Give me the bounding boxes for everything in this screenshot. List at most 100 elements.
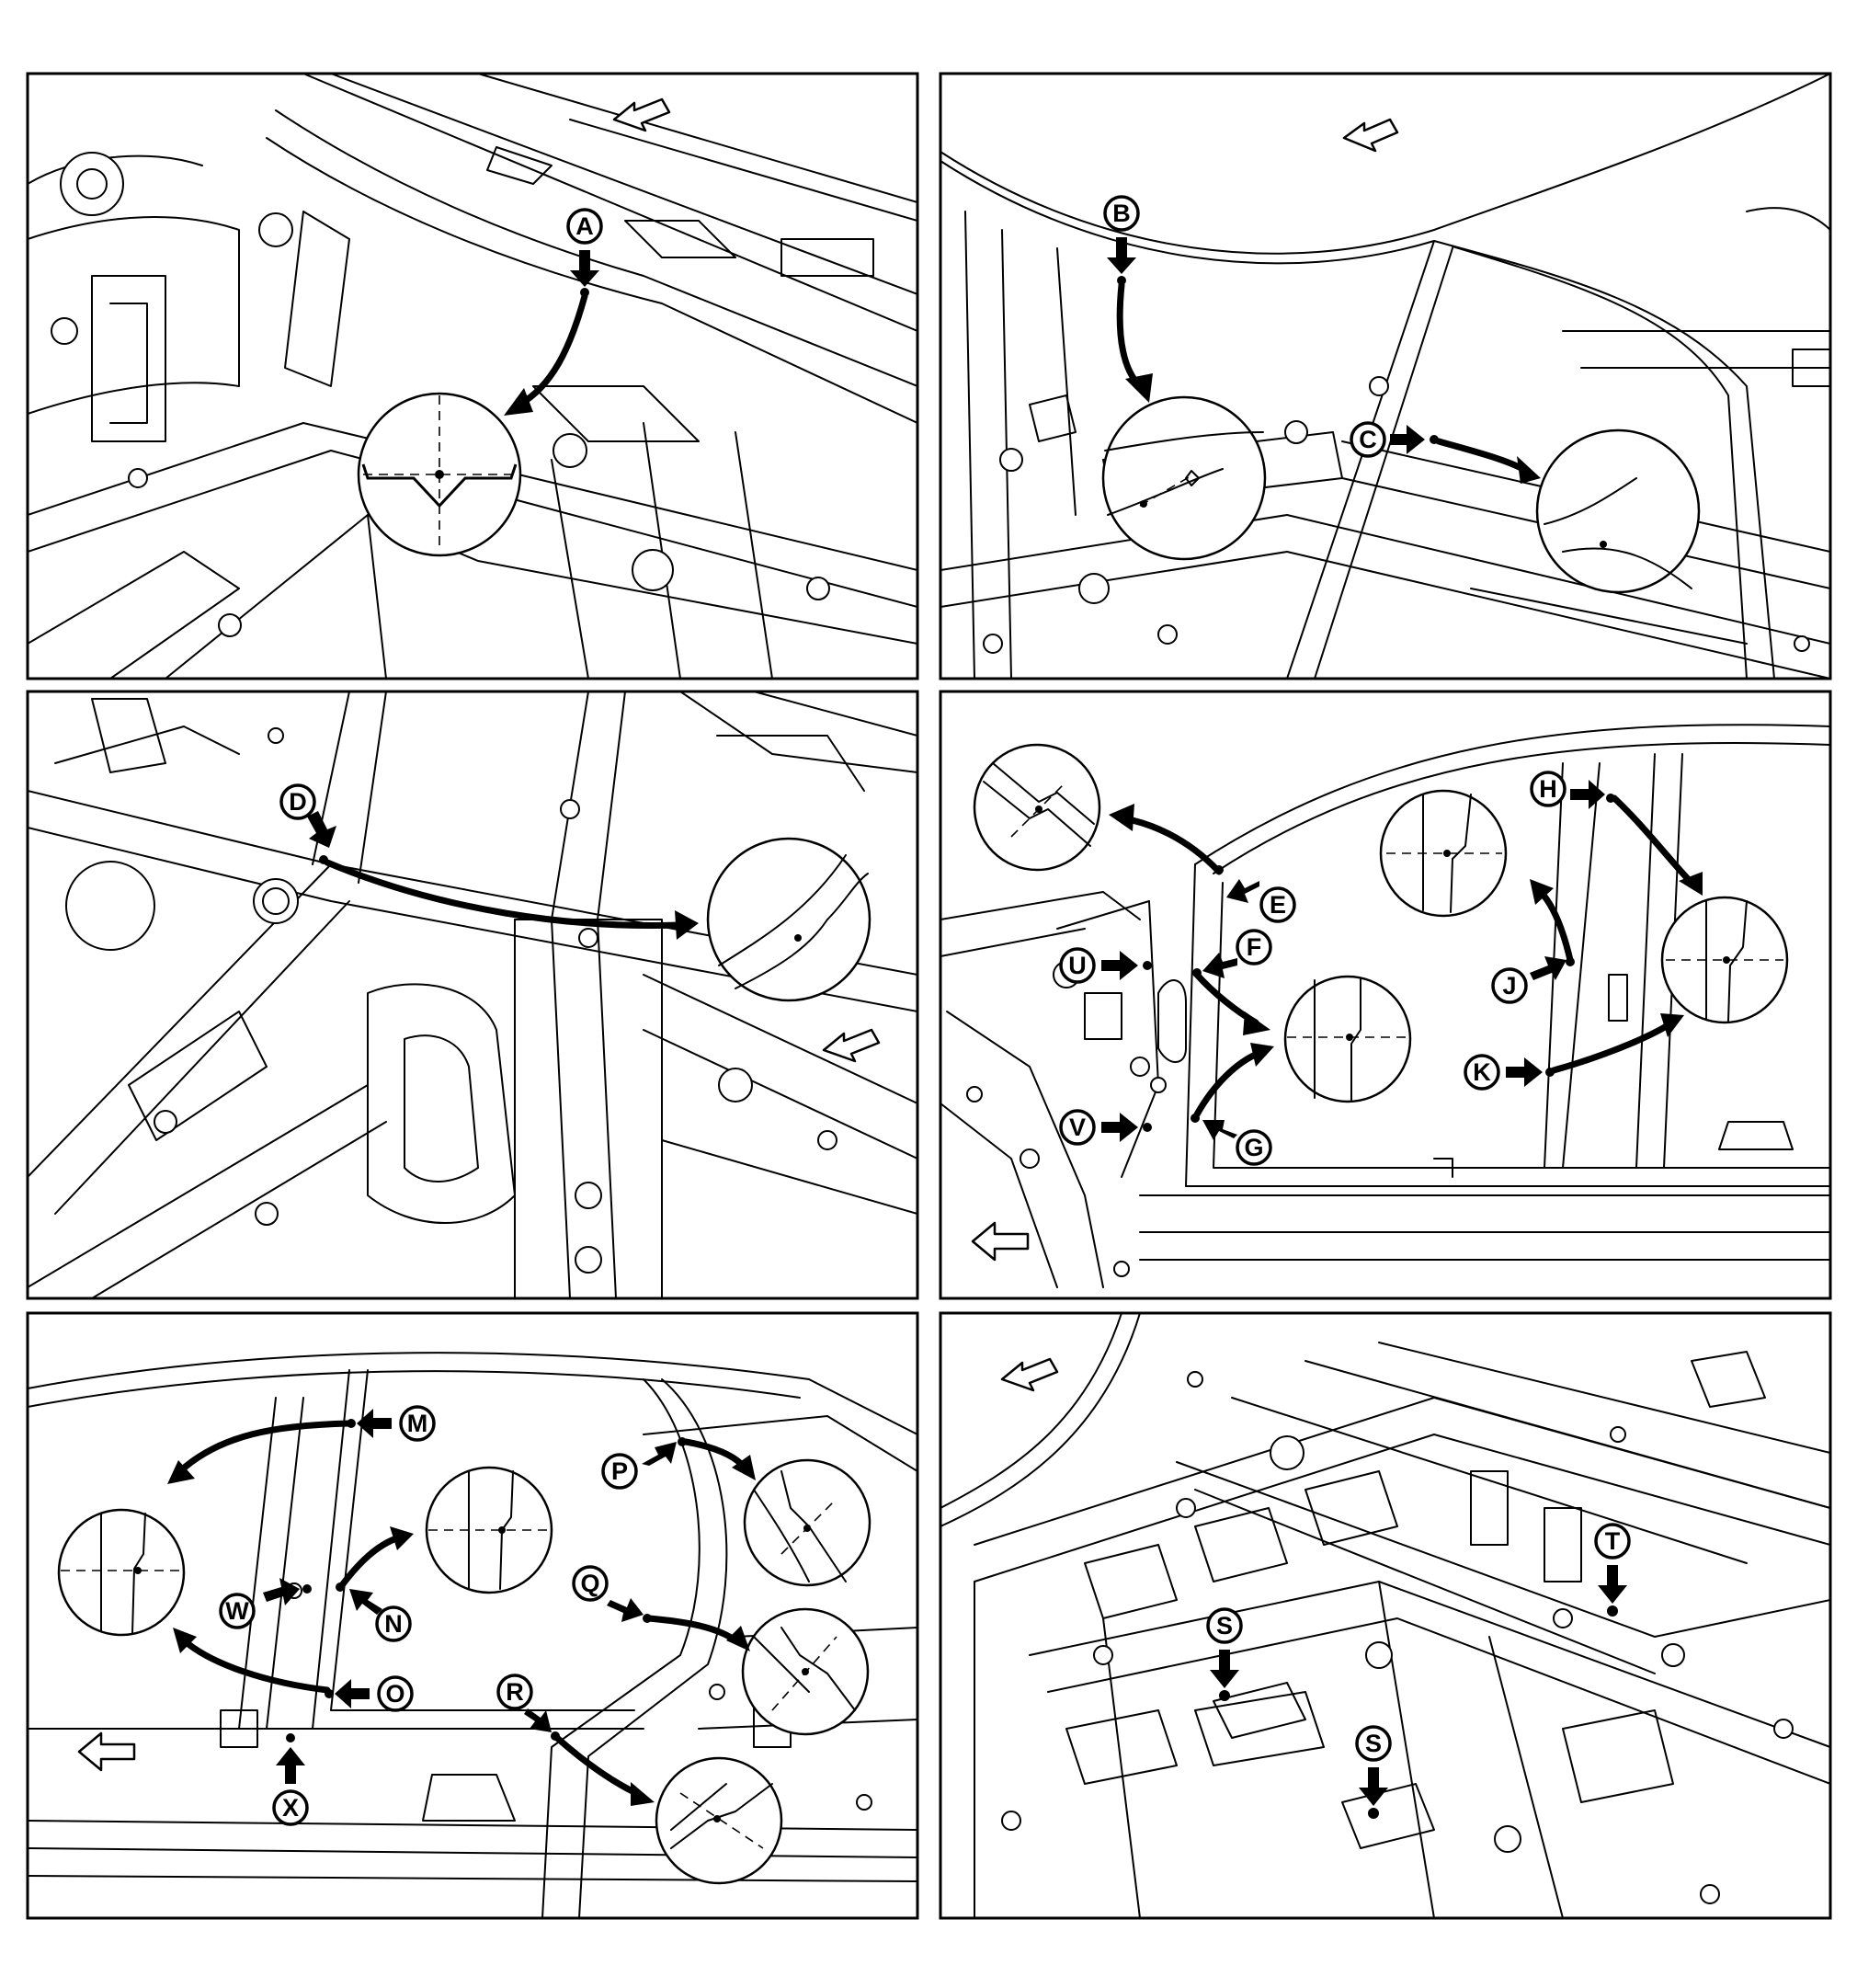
marker-label-f: F [1236,929,1272,965]
pointer-arrow-icon [642,1442,677,1466]
weld-point-s-2 [1368,1808,1379,1819]
marker-letter: G [1244,1134,1263,1161]
weld-point-o [325,1689,334,1698]
callout-arrow [177,1420,353,1475]
marker-label-s: S [1355,1725,1392,1762]
panel-2-linework [940,74,1830,679]
pointer-arrow-icon [263,1578,300,1605]
weld-point-s-1 [1219,1690,1230,1701]
marker-letter: O [385,1680,404,1708]
marker-label-q: Q [572,1565,609,1602]
pointer-arrow-icon [1101,1113,1138,1142]
marker-label-v: V [1059,1109,1096,1146]
weld-point-j [1566,957,1575,966]
direction-arrow-icon [822,1028,881,1063]
panel-2: B C [939,72,1832,680]
marker-label-t: T [1594,1523,1631,1560]
marker-letter: X [282,1794,299,1822]
marker-letter: P [611,1457,628,1485]
marker-label-s: S [1206,1607,1243,1644]
detail-view-p [743,1458,872,1587]
direction-arrow-icon [77,1731,136,1772]
marker-label-a: A [566,208,603,245]
marker-label-x: X [272,1789,309,1826]
weld-point-v [1143,1123,1152,1132]
weld-point-p [678,1437,687,1446]
weld-point-x [286,1733,295,1742]
weld-point-e [1214,865,1224,874]
direction-arrow-icon [971,1221,1030,1262]
weld-point-n [336,1582,345,1592]
callout-arrow [645,1615,739,1644]
callout-arrow [1550,1021,1673,1074]
pointer-arrow-icon [1598,1565,1627,1604]
marker-label-o: O [377,1675,414,1712]
weld-point-b [1117,276,1126,285]
pointer-arrow-icon [1390,425,1425,454]
marker-label-m: M [399,1405,436,1442]
callout-arrow [1193,1049,1263,1118]
pointer-arrow-icon [607,1598,644,1622]
weld-point-g [1191,1114,1200,1123]
detail-view-c [1535,428,1701,594]
marker-letter: R [506,1678,524,1706]
pointer-arrow-icon [357,1409,392,1438]
marker-label-j: J [1491,967,1528,1004]
marker-label-e: E [1259,886,1296,923]
callout-arrow [180,1637,331,1694]
weld-point-u [1143,961,1152,970]
detail-view-m [57,1508,186,1637]
pointer-arrow-icon [1570,780,1605,809]
weld-point-h [1606,794,1615,803]
pointer-arrow-icon [349,1589,382,1615]
pointer-arrow-icon [1226,879,1259,903]
marker-letter: W [225,1597,249,1625]
marker-label-c: C [1350,421,1386,458]
marker-letter: V [1069,1114,1086,1141]
marker-label-h: H [1530,771,1566,807]
panel-5: M N O P Q R W X [26,1311,919,1920]
marker-label-p: P [601,1453,638,1490]
weld-point-t [1607,1605,1618,1617]
pointer-arrow-icon [1202,1120,1237,1140]
marker-letter: S [1216,1612,1233,1640]
pointer-arrow-icon [335,1679,370,1708]
marker-letter: T [1605,1527,1621,1555]
direction-arrow-icon [1000,1357,1059,1392]
weld-point-f [1192,968,1202,977]
marker-label-w: W [219,1593,256,1629]
weld-point-m [347,1419,356,1428]
detail-view-n [425,1466,553,1594]
panel-3: D [26,690,919,1300]
marker-label-d: D [279,783,316,820]
marker-label-u: U [1059,947,1096,984]
marker-label-g: G [1236,1129,1272,1166]
marker-label-n: N [375,1605,412,1642]
panel-6: T S S [939,1311,1832,1920]
marker-label-k: K [1464,1054,1500,1091]
marker-letter: D [289,788,307,816]
pointer-arrow-icon [276,1747,305,1784]
marker-letter: E [1270,891,1286,919]
marker-letter: J [1502,972,1516,1000]
marker-letter: Q [580,1570,599,1597]
pointer-arrow-icon [570,250,599,287]
pointer-arrow-icon [1530,956,1566,980]
marker-letter: K [1473,1058,1491,1086]
pointer-arrow-icon [307,811,336,848]
weld-point-w [302,1584,312,1594]
direction-arrow-icon [612,97,671,132]
callout-arrow [338,1534,403,1589]
marker-letter: F [1247,933,1262,961]
marker-letter: H [1539,775,1557,803]
pointer-arrow-icon [1210,1650,1239,1688]
marker-letter: N [384,1610,403,1638]
detail-view-b [1101,395,1267,561]
panel-4-linework [940,724,1830,1288]
callout-arrow [324,859,684,929]
pointer-arrow-icon [524,1708,552,1732]
pointer-arrow-icon [1359,1767,1388,1806]
pointer-arrow-icon [1101,951,1138,980]
detail-view-d [706,837,872,1002]
